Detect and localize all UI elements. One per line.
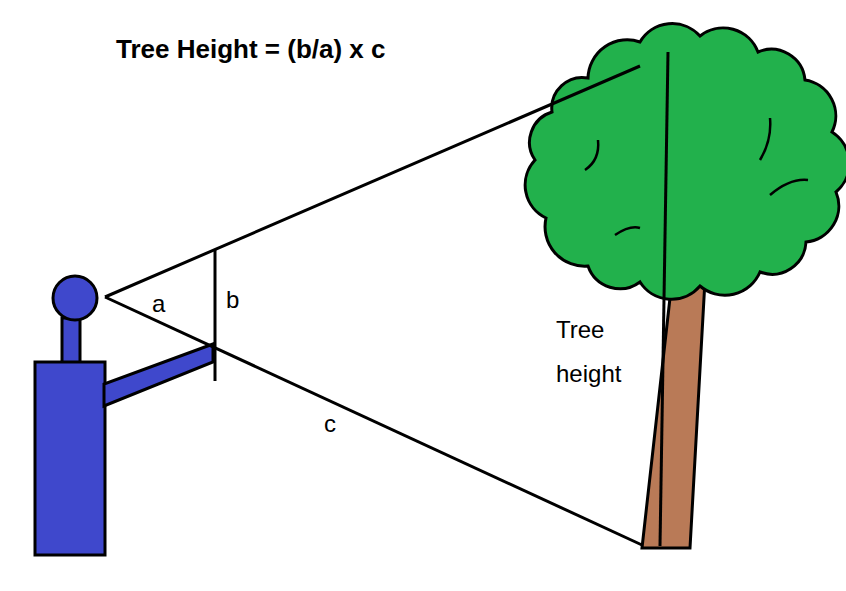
person-neck [62,318,80,364]
tree-height-line [660,52,668,546]
measuring-stick [214,250,217,381]
canopy-detail [615,227,640,235]
sight-line [105,66,640,297]
tree-trunk [642,280,705,548]
angle-label: a [152,290,165,318]
distance-label: c [324,410,336,438]
canopy-detail [585,140,598,170]
height-label: Tree height [556,308,656,396]
formula-title: Tree Height = (b/a) x c [116,34,385,65]
person-arm [104,344,213,406]
person-body [35,362,105,555]
canopy-detail [760,118,770,160]
person-head [53,276,97,320]
tree-canopy [525,24,846,300]
canopy-detail [770,180,808,195]
stick-label: b [226,286,239,314]
